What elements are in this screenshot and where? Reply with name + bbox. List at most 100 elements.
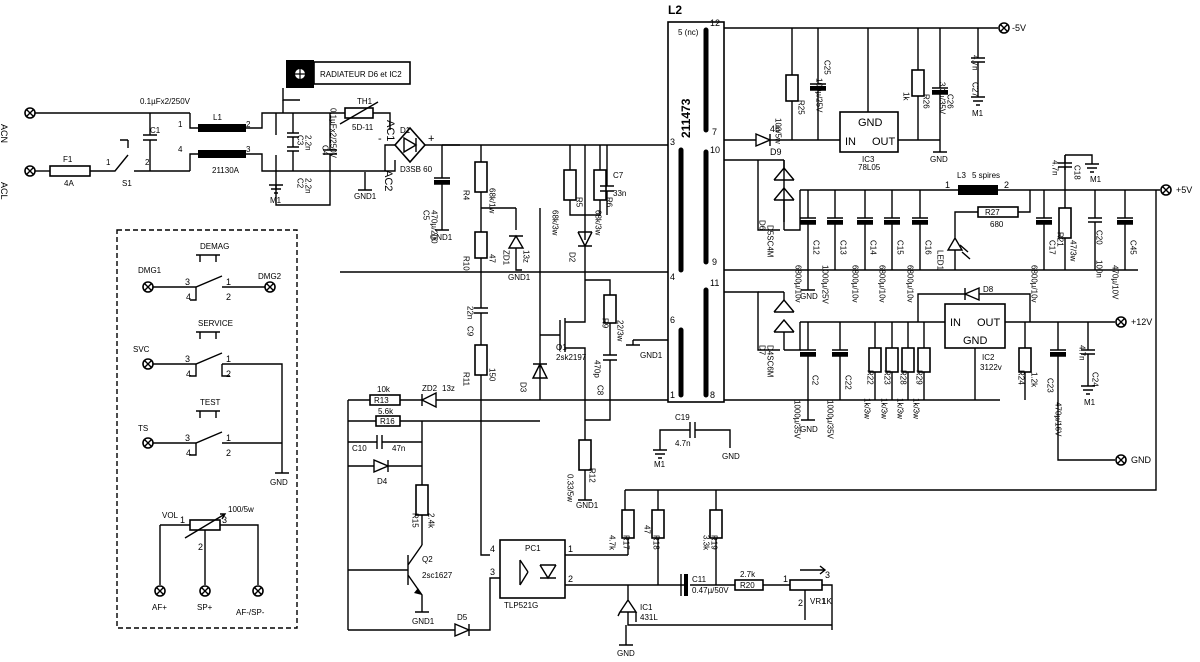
radiator-label: RADIATEUR D6 et IC2 [320,70,402,79]
terminal-plus5v[interactable] [1160,184,1172,196]
pc1-pin3: 3 [490,567,495,577]
ac1-label: AC1 [384,120,396,141]
terminal-af-sp-minus[interactable] [252,585,264,597]
ic2-in: IN [950,317,961,329]
c23-label: C23 [1046,378,1055,393]
f1-value: 4A [64,179,74,188]
pin-10: 10 [710,145,720,155]
r23-label: R23 [883,370,892,385]
pc1-pin1: 1 [568,544,573,554]
d6-label: D6 [758,220,767,231]
terminal-minus5v[interactable] [998,22,1010,34]
resistor-r23 [885,347,899,373]
feedback-circuit: PC1 TLP521G 4 3 1 2 4.7k R17 47 R18 3.3k… [490,490,833,658]
ic3-gnd-label: GND [930,155,948,164]
c2-12v-value: 1000µ/35V [793,400,802,440]
r5-label: R5 [575,197,584,208]
demag-pin4: 4 [186,292,191,302]
c20-label: C20 [1095,230,1104,245]
zd1-label: ZD1 [502,250,511,266]
r13-value: 10k [377,385,391,394]
common-mode-choke-l1: 1 4 2 3 L1 21130A [178,112,330,175]
c10-label: C10 [352,444,367,453]
pc1-part: TLP521G [504,601,538,610]
r19-label: R19 [710,535,719,550]
pin-11: 11 [710,278,719,288]
resistor-r6 [593,169,607,201]
terminal-sp-plus[interactable] [199,585,211,597]
zd2-label: ZD2 [422,384,438,393]
r13-label: R13 [374,396,389,405]
r11-label: R11 [462,372,471,387]
ic3-out: OUT [872,136,896,148]
service-pin4: 4 [186,369,191,379]
l3-pin1: 1 [945,180,950,190]
r25-label: R25 [797,100,806,115]
service-pin2: 2 [226,369,231,379]
ic2-part: 3122v [980,363,1002,372]
l1-label: L1 [213,113,222,122]
c27-m1: M1 [972,109,984,118]
mains-input: ACN ACL F1 4A 1 2 S1 C1 0.1µFx2/250V [0,97,191,200]
r6-label: R6 [605,197,614,208]
d7-label: D7 [758,345,767,356]
terminal-plus12v[interactable] [1115,316,1127,328]
l2-part: 211473 [679,98,693,138]
ac2-label: AC2 [382,170,394,191]
l3-pin2: 2 [1004,180,1009,190]
l3-label: L3 [957,171,966,180]
terminal-ts[interactable] [142,437,154,449]
potentiometer-vr1 [789,579,823,591]
demag-pin2: 2 [226,292,231,302]
c25-value: 100µ/25V [815,78,824,113]
terminal-gnd[interactable] [1115,454,1127,466]
r10-label: R10 [462,256,471,271]
ic3-gnd: GND [858,117,883,129]
l1-pin1: 1 [178,120,183,129]
terminal-dmg2[interactable] [264,281,276,293]
terminal-acl[interactable] [24,165,36,177]
pin-6: 6 [670,315,675,325]
label-acl: ACL [0,182,9,200]
terminal-svc[interactable] [142,358,154,370]
pin5-label: 5 (nc) [678,28,699,37]
c5-value: 470µ/200 [430,210,439,244]
pin-9: 9 [712,257,717,267]
r27-value: 680 [990,220,1004,229]
terminal-dmg1[interactable] [142,281,154,293]
r12-gnd1: GND1 [576,501,599,510]
c3-label: C3 [296,135,305,146]
c45-label: C45 [1129,240,1138,255]
c7-value: 33n [613,189,626,198]
r20-value: 2.7k [740,570,756,579]
r20-label: R20 [740,581,755,590]
c10-value: 47n [392,444,405,453]
radiator-note: RADIATEUR D6 et IC2 [282,60,411,101]
potentiometer-vol [189,519,221,531]
q1-part: 2sk2197 [556,353,587,362]
c1-label: C1 [150,126,161,135]
c4-value: 0.1µFx2/250V [329,108,338,159]
service-pin1: 1 [226,354,231,364]
resistor-r11 [474,344,488,376]
ic2-out: OUT [977,317,1001,329]
terminal-acn[interactable] [24,107,36,119]
resistor-r28 [901,347,915,373]
c18-m1: M1 [1090,175,1102,184]
c17-label: C17 [1048,240,1057,255]
bridge-gnd1: GND1 [354,192,377,201]
r26-value: 1k [902,92,911,101]
control-circuit: 10k R13 ZD2 13z 5.6k R16 C10 47n D4 R15 … [347,384,668,638]
resistor-r12 [578,439,592,471]
c17-value: 6800µ/10v [1030,265,1039,303]
r4-value: 68k/1w [488,188,497,214]
d5-label: D5 [457,613,468,622]
fuse-f1 [49,165,91,177]
dmg1-label: DMG1 [138,266,162,275]
c45-value: 470µ/10V [1111,265,1120,300]
terminal-af-plus[interactable] [154,585,166,597]
r27-label: R27 [985,208,1000,217]
c27-value: 4.7n [971,55,980,71]
r9-label: R9 [601,318,610,329]
